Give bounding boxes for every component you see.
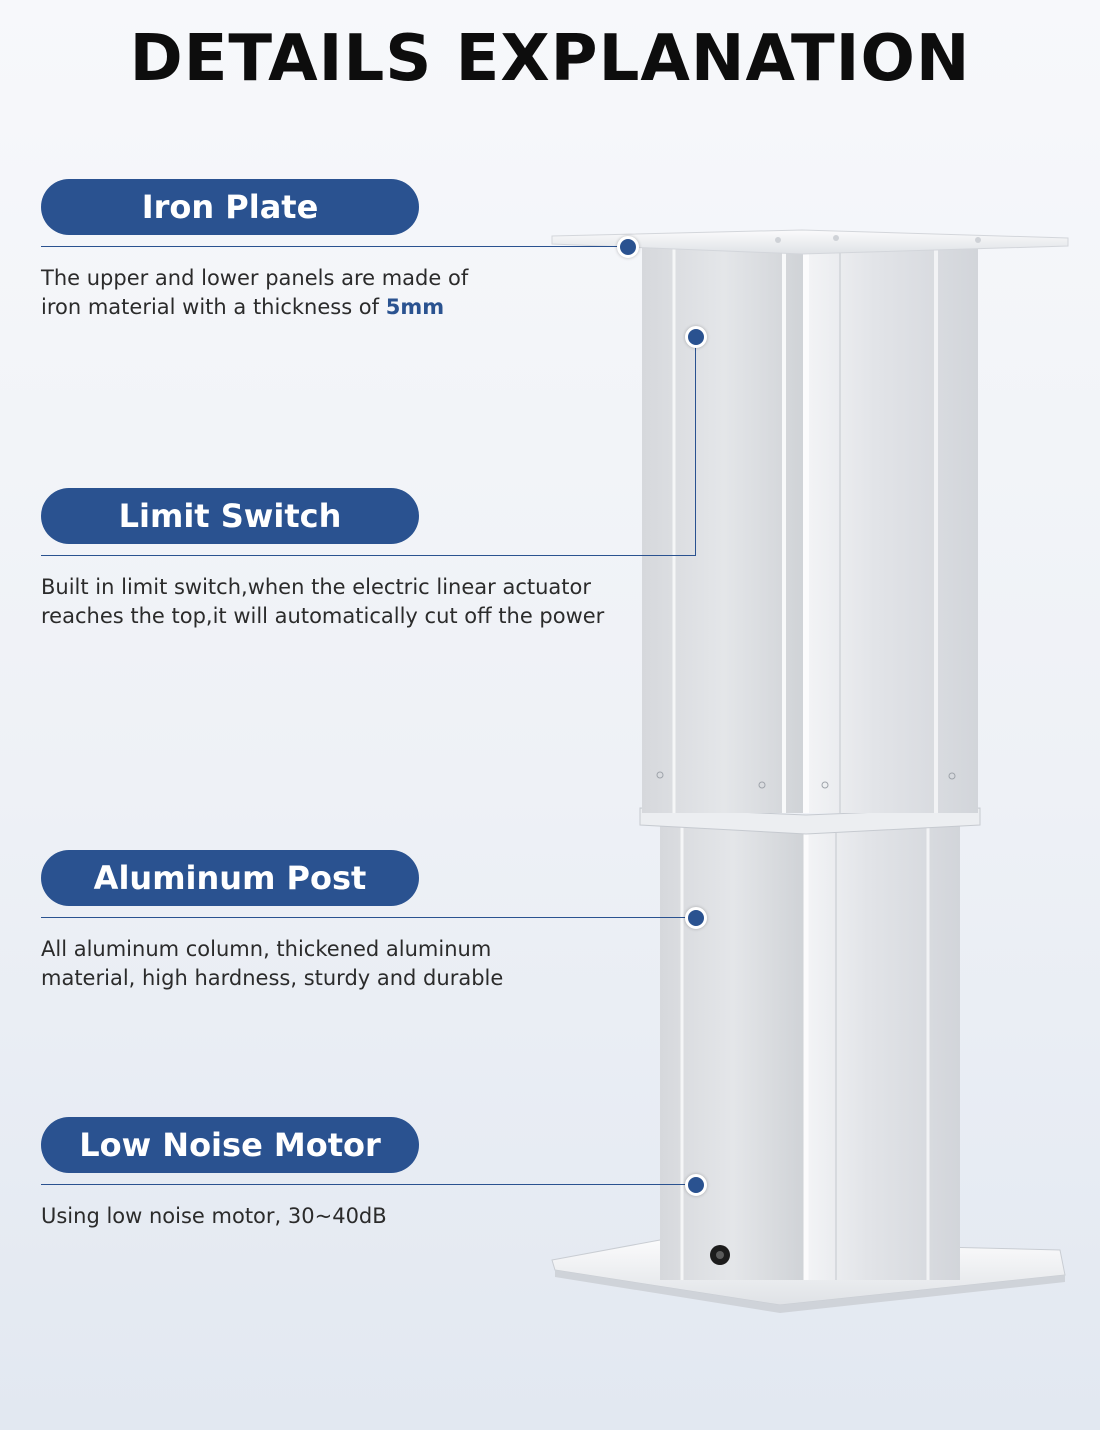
feature-desc-aluminum-post: All aluminum column, thickened aluminum … — [41, 937, 504, 990]
thickness-value: 5mm — [385, 295, 445, 319]
callout-dot-icon — [617, 236, 639, 258]
feature-label-low-noise-motor: Low Noise Motor — [41, 1117, 419, 1173]
callout-dot-icon — [685, 1174, 707, 1196]
feature-desc-low-noise-motor: Using low noise motor, 30~40dB — [41, 1204, 387, 1228]
feature-desc-limit-switch: Built in limit switch,when the electric … — [41, 575, 605, 628]
lifting-column-illustration — [551, 229, 1069, 1313]
callout-dot-icon — [685, 907, 707, 929]
feature-label-iron-plate: Iron Plate — [41, 179, 419, 235]
callout-line-iron-plate — [41, 246, 627, 247]
callout-connector-limit-switch — [695, 336, 696, 555]
callout-line-low-noise-motor — [41, 1184, 695, 1185]
feature-label-limit-switch: Limit Switch — [41, 488, 419, 544]
callout-line-aluminum-post — [41, 917, 695, 918]
feature-label-aluminum-post: Aluminum Post — [41, 850, 419, 906]
callout-line-limit-switch — [41, 555, 696, 556]
callout-dot-icon — [685, 326, 707, 348]
feature-desc-iron-plate: The upper and lower panels are made of i… — [41, 266, 469, 319]
page-title: DETAILS EXPLANATION — [129, 22, 971, 96]
